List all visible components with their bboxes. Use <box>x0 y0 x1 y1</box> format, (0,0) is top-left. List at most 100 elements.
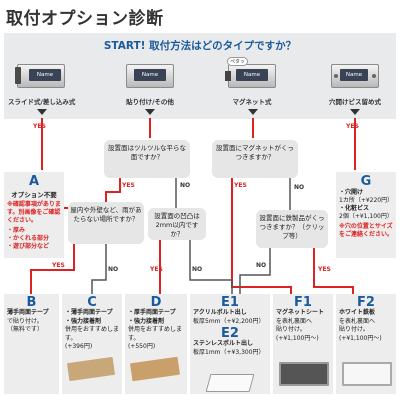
option-a-warning: ※確認事項があります。別画像をご確認ください。 <box>7 201 61 224</box>
option-letter: C <box>87 295 97 310</box>
slide-clip-icon <box>15 67 21 84</box>
option-a-bullet: ・厚み <box>7 227 26 234</box>
option-line: 貼り付け。 <box>339 326 369 333</box>
option-a-letter: A <box>28 174 40 189</box>
method-label-magnet: マグネット式 <box>232 98 272 106</box>
option-letter: F2 <box>357 295 375 310</box>
option-line: 併用をおすすめします。 <box>128 326 183 342</box>
method-label-screw: 穴開けビス留め式 <box>329 98 381 106</box>
yes-line <box>41 118 43 170</box>
option-letter: F1 <box>294 295 312 310</box>
option-letter: B <box>26 295 37 310</box>
option-line: アクリルボルト出し <box>193 309 247 316</box>
no-label: NO <box>256 262 267 269</box>
option-a-name: オプション不要 <box>11 191 57 199</box>
method-stick: Name 貼り付け/その他 <box>117 64 183 106</box>
arrow-down-icon <box>37 109 47 115</box>
option-line: 貼り付け。 <box>276 326 306 333</box>
page-title: 取付オプション診断 <box>6 9 164 29</box>
screw-icon <box>372 74 376 78</box>
option-line: （無料です） <box>7 326 44 333</box>
option-g-line: 2個（+¥1,100円） <box>339 213 393 220</box>
tape-illustration <box>129 356 181 382</box>
method-slide: Name スライド式/差し込み式 <box>8 64 76 106</box>
method-label-slide: スライド式/差し込み式 <box>8 98 76 106</box>
option-a-bullet: ・かくれる部分 <box>7 235 50 242</box>
yes-label: YES <box>346 123 359 130</box>
screw-plate-icon: Name <box>331 64 379 88</box>
option-g-line: 1カ所（+¥220円） <box>339 197 394 204</box>
arrow-down-icon <box>145 109 155 115</box>
option-g-line: ・化粧ビス <box>339 205 370 212</box>
option-a-bullet: ・遊び部分など <box>7 243 50 250</box>
slide-plate-icon: Name <box>15 64 65 88</box>
no-label: NO <box>180 182 191 189</box>
option-f1-box: F1 マグネットシート を表札裏面へ 貼り付け。 (+¥1,100円〜) <box>273 294 333 394</box>
no-label: NO <box>192 266 203 273</box>
option-line: で貼り付け。 <box>7 317 43 325</box>
arrow-down-icon <box>248 109 258 115</box>
no-label: NO <box>108 266 119 273</box>
start-lead: START! <box>103 40 146 52</box>
option-line: (+¥1,100円〜) <box>339 334 382 342</box>
option-line: ・厚手両面テープ <box>128 309 176 316</box>
option-line: (+396円) <box>65 343 93 350</box>
start-question: 取付方法はどのタイプですか？ <box>149 40 297 52</box>
option-line: (+¥1,100円〜) <box>276 334 319 342</box>
steel-plate-illustration <box>342 362 392 386</box>
option-d-box: D ・厚手両面テープ ・強力接着剤 併用をおすすめします。 (+550円) <box>125 294 187 394</box>
yes-label: YES <box>122 182 135 189</box>
tape-illustration <box>66 356 116 382</box>
yes-line <box>149 118 151 138</box>
yes-label: YES <box>318 266 331 273</box>
magnet-plate-icon: ペタッ Name <box>225 57 276 88</box>
question-magnet: 設置面にマグネットがくっつきますか？ <box>212 140 298 178</box>
option-line: ステンレスボルト出し <box>193 340 254 347</box>
question-bumps: 設置面の凹凸は2mm以内ですか？ <box>148 208 206 240</box>
yes-label: YES <box>234 182 247 189</box>
yes-label: YES <box>52 262 65 269</box>
arrow-down-icon <box>350 109 360 115</box>
option-g-line: ・穴開け <box>339 189 364 196</box>
plate-name: Name <box>236 69 268 81</box>
yes-label: YES <box>33 123 46 130</box>
magnet-icon <box>225 71 231 81</box>
option-line: (+550円) <box>128 343 156 350</box>
magnet-sheet-illustration <box>279 362 329 386</box>
option-line: を表札裏面へ <box>276 317 313 325</box>
method-screw: Name 穴開けビス留め式 <box>322 64 388 106</box>
option-b-box: B 薄手両面テープ で貼り付け。 （無料です） <box>4 294 59 394</box>
option-line: ・薄手両面テープ <box>65 309 113 316</box>
option-g-note: ※穴の位置とサイズをご連絡ください。 <box>339 223 394 238</box>
option-line: 板厚1mm（+¥3,300円） <box>193 348 265 356</box>
option-line: 併用をおすすめします。 <box>65 326 120 342</box>
option-line: ホワイト鉄板 <box>339 309 376 316</box>
option-line: マグネットシート <box>276 309 325 316</box>
plate-name: Name <box>29 69 61 81</box>
plate-name: Name <box>134 69 166 81</box>
yes-line <box>354 118 356 170</box>
option-c-box: C ・薄手両面テープ ・強力接着剤 併用をおすすめします。 (+396円) <box>62 294 122 394</box>
bolt-illustration <box>205 374 255 392</box>
option-e-box: E1 アクリルボルト出し 板厚5mm（+¥2,200円） E2 ステンレスボルト… <box>190 294 270 394</box>
option-g-letter: G <box>360 174 372 189</box>
yes-line <box>252 118 254 138</box>
start-heading: START! 取付方法はどのタイプですか？ <box>0 38 400 53</box>
option-g-box: G ・穴開け 1カ所（+¥220円） ・化粧ビス 2個（+¥1,100円） ※穴… <box>336 172 396 258</box>
option-line: ・強力接着剤 <box>65 317 102 325</box>
option-line: ・強力接着剤 <box>128 317 165 325</box>
method-magnet: ペタッ Name マグネット式 <box>219 57 285 106</box>
option-line: 板厚5mm（+¥2,200円） <box>193 317 265 325</box>
question-smooth: 設置面はツルツルな平らな面ですか？ <box>104 140 190 178</box>
option-a-box: A オプション不要 ※確認事項があります。別画像をご確認ください。 ・厚み ・か… <box>4 172 64 258</box>
question-indoor: 屋内や外壁など、雨があたらない場所ですか？ <box>68 202 144 244</box>
option-f2-box: F2 ホワイト鉄板 を表札裏面へ 貼り付け。 (+¥1,100円〜) <box>336 294 396 394</box>
yes-label: YES <box>150 266 163 273</box>
screw-icon <box>334 74 338 78</box>
option-letter: E2 <box>221 326 239 341</box>
start-panel <box>4 33 396 119</box>
no-label: NO <box>294 184 305 191</box>
question-iron: 設置面に鉄製品がくっつきますか？（クリップ等） <box>256 210 328 248</box>
option-letter: E1 <box>221 295 239 310</box>
